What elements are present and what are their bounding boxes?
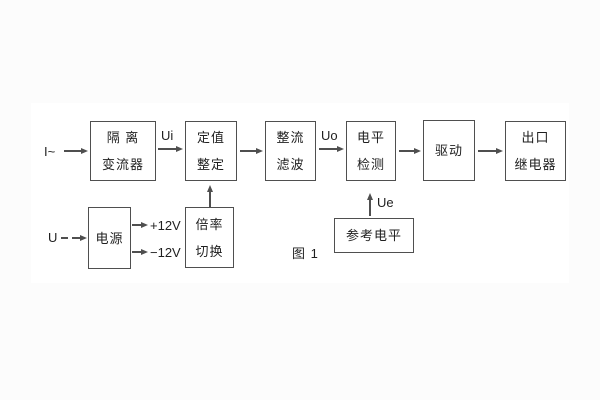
block-ratio-line2: 切换 [195,243,224,259]
label-signal-ui: Ui [161,128,174,143]
label-signal-uo: Uo [321,128,338,143]
block-power-supply: 电源 [88,207,131,269]
block-relay-line1: 出口 [521,130,550,145]
arrow-input-voltage [72,237,80,239]
block-output-relay: 出口 继电器 [505,121,566,181]
block-power-label: 电源 [95,230,124,246]
label-input-current: I~ [44,144,56,159]
block-isolation-line2: 变流器 [101,157,144,172]
arrow-ratio-to-setting [209,192,211,207]
block-level-line1: 电平 [356,130,385,145]
arrow-reference-ue [369,200,371,216]
block-rectify-line2: 滤波 [276,157,305,172]
label-minus-12v: −12V [150,245,181,260]
block-ratio-line1: 倍率 [195,216,224,232]
label-signal-ue: Ue [377,195,394,210]
block-rectify-line1: 整流 [276,130,305,145]
block-reference-label: 参考电平 [345,228,402,243]
arrow-setting-to-rectify [240,150,256,152]
dash-input-voltage [61,237,68,239]
block-level-detect: 电平 检测 [346,121,396,181]
block-setting-line2: 整定 [196,157,225,172]
figure-caption: 图 1 [292,246,319,261]
label-plus-12v: +12V [150,218,181,233]
block-rectify-filter: 整流 滤波 [265,121,316,181]
arrow-power-minus12v [132,251,141,253]
block-drive: 驱动 [423,120,475,181]
block-reference-level: 参考电平 [334,218,414,253]
arrow-isolation-to-setting [158,148,176,150]
block-ratio-switch: 倍率 切换 [185,207,234,268]
arrow-rectify-to-level [319,148,337,150]
block-level-line2: 检测 [356,157,385,172]
block-setting-line1: 定值 [196,130,225,145]
arrow-drive-to-relay [478,150,496,152]
arrow-input-current [64,150,81,152]
arrow-power-plus12v [132,224,141,226]
arrow-level-to-drive [399,150,414,152]
block-setting-adjust: 定值 整定 [185,121,237,181]
block-relay-line2: 继电器 [514,157,557,172]
block-drive-label: 驱动 [434,143,463,158]
block-isolation-converter: 隔 离 变流器 [90,121,156,181]
label-input-voltage: U [48,230,58,245]
block-isolation-line1: 隔 离 [106,130,140,145]
